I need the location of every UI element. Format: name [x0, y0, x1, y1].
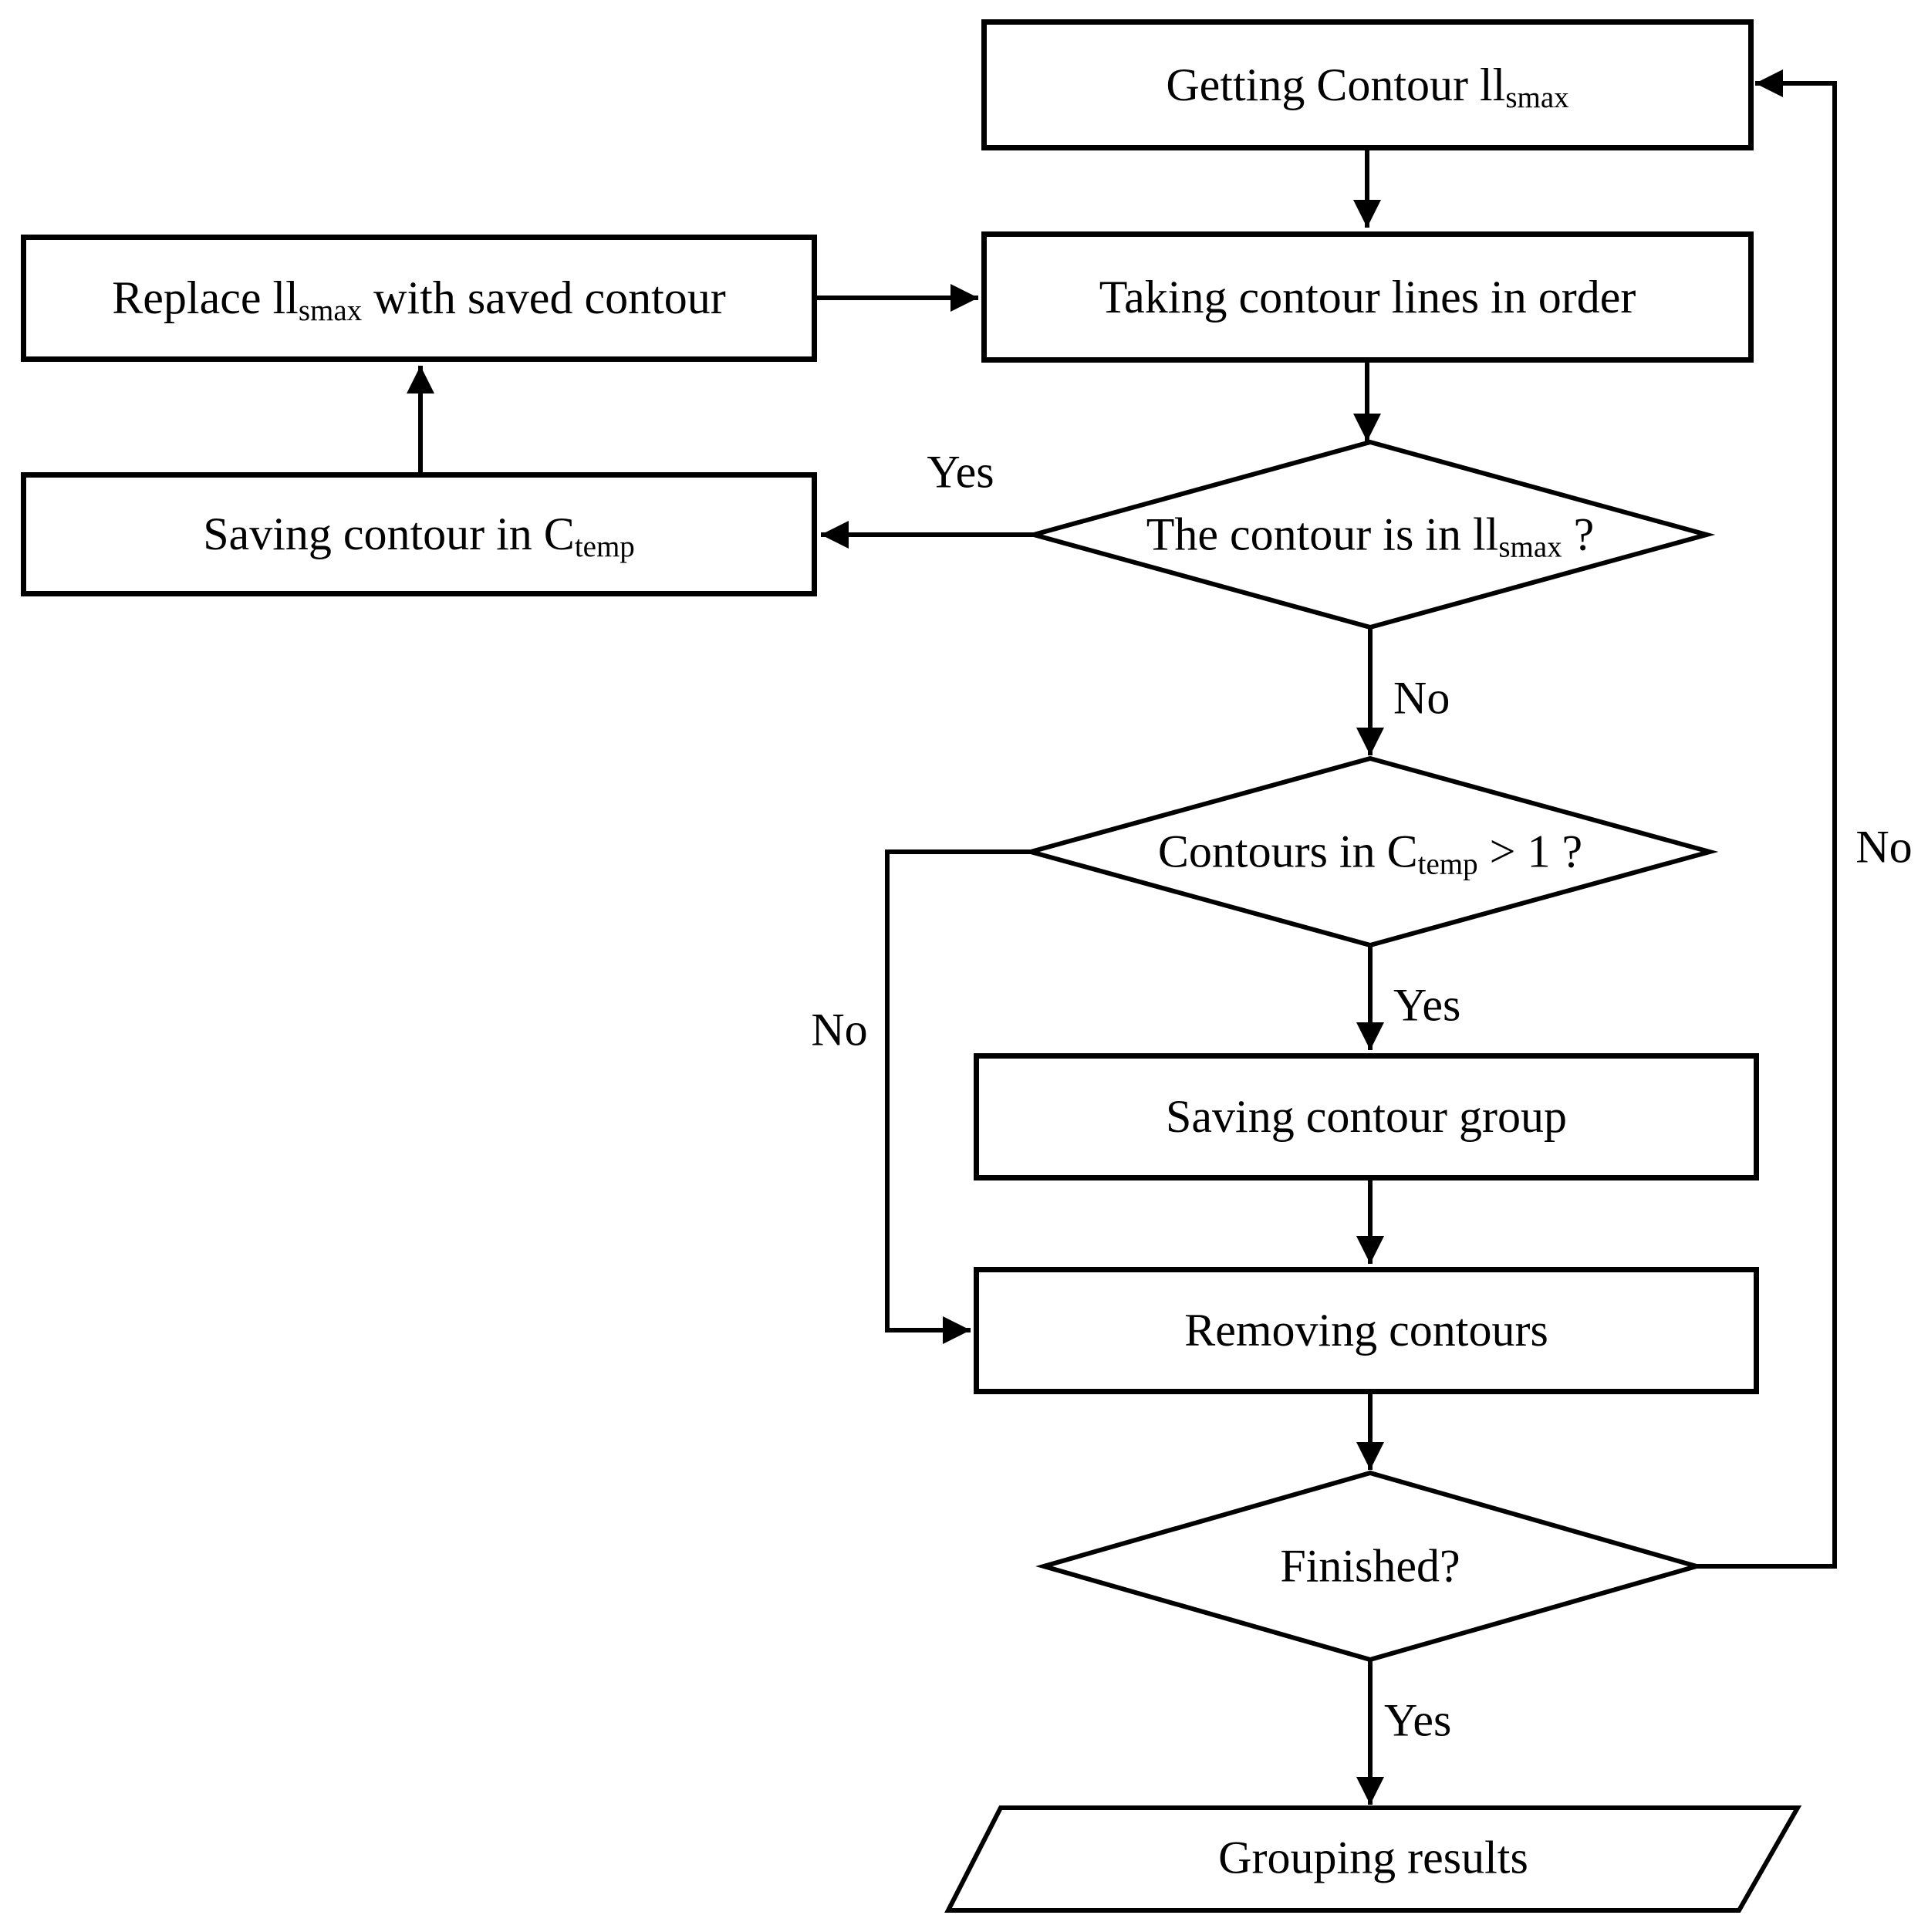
node-saving-group: Saving contour group — [974, 1053, 1759, 1180]
node-replace-saved-text-post: with saved contour — [362, 272, 726, 323]
node-replace-saved-text: Replace ll — [112, 272, 299, 323]
node-taking-lines: Taking contour lines in order — [981, 231, 1754, 363]
node-saving-temp: Saving contour in Ctemp — [21, 472, 817, 596]
decision-contours-count-text-post: > 1 ? — [1477, 826, 1583, 877]
node-taking-lines-text: Taking contour lines in order — [1099, 271, 1636, 323]
node-getting-contour-text: Getting Contour ll — [1166, 59, 1506, 110]
node-replace-saved-subscript: smax — [298, 294, 363, 328]
decision-contours-count-subscript: temp — [1417, 847, 1478, 881]
edge-label-yes-finished: Yes — [1384, 1694, 1452, 1746]
decision-contours-count-text: Contours in C — [1157, 826, 1418, 877]
edge-label-no-contour-in: No — [1393, 672, 1450, 724]
decision-finished-label: Finished? — [1280, 1540, 1460, 1593]
node-replace-saved: Replace llsmax with saved contour — [21, 235, 817, 362]
decision-contour-in-text-post: ? — [1562, 508, 1595, 560]
output-grouping-results-text: Grouping results — [1218, 1832, 1528, 1883]
edge-label-yes-count: Yes — [1393, 979, 1461, 1031]
edge-label-no-finished: No — [1855, 821, 1913, 873]
decision-finished-shape — [1035, 1470, 1705, 1663]
connector-count-no-to-removing — [885, 849, 1031, 1344]
decision-finished-text: Finished? — [1280, 1540, 1460, 1592]
node-removing-contours-text: Removing contours — [1184, 1305, 1548, 1356]
decision-contour-in-label: The contour is in llsmax ? — [1146, 508, 1595, 564]
decision-contour-in-shape — [1025, 439, 1716, 630]
decision-contours-count-label: Contours in Ctemp > 1 ? — [1157, 826, 1583, 881]
connector-finished-no-to-getting — [1697, 69, 1837, 1569]
output-grouping-results-label: Grouping results — [1218, 1832, 1528, 1885]
node-saving-temp-text: Saving contour in C — [203, 508, 575, 559]
node-getting-contour: Getting Contour llsmax — [981, 19, 1754, 150]
edge-label-yes-contour-in: Yes — [927, 446, 994, 498]
decision-contour-in-subscript: smax — [1498, 530, 1562, 564]
decision-contours-count-shape — [1021, 755, 1719, 948]
node-saving-group-text: Saving contour group — [1166, 1091, 1567, 1142]
node-saving-temp-subscript: temp — [574, 530, 635, 564]
node-removing-contours: Removing contours — [974, 1267, 1759, 1394]
node-getting-contour-subscript: smax — [1505, 80, 1569, 114]
output-grouping-results-shape — [944, 1805, 1802, 1913]
decision-contour-in-text: The contour is in ll — [1146, 508, 1499, 560]
edge-label-no-count: No — [811, 1004, 868, 1056]
